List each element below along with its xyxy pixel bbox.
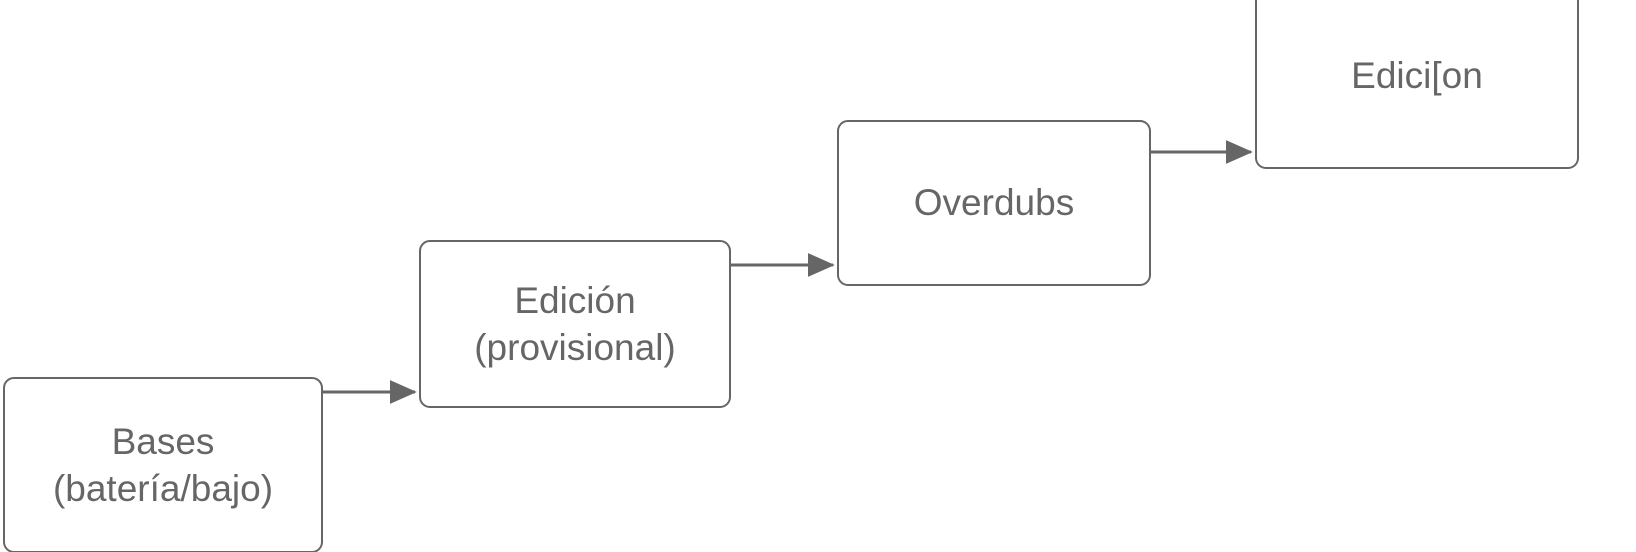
node-overdubs-label: Overdubs (913, 182, 1075, 224)
node-bases-label: Bases (batería/bajo) (52, 420, 274, 509)
node-edicion-final[interactable]: Edici[on (1255, 0, 1579, 169)
node-overdubs[interactable]: Overdubs (837, 120, 1151, 286)
node-bases[interactable]: Bases (batería/bajo) (3, 377, 323, 552)
node-edicion-provisional[interactable]: Edición (provisional) (419, 240, 731, 408)
node-edicion-provisional-label: Edición (provisional) (474, 279, 676, 368)
node-edicion-final-label: Edici[on (1351, 54, 1483, 96)
